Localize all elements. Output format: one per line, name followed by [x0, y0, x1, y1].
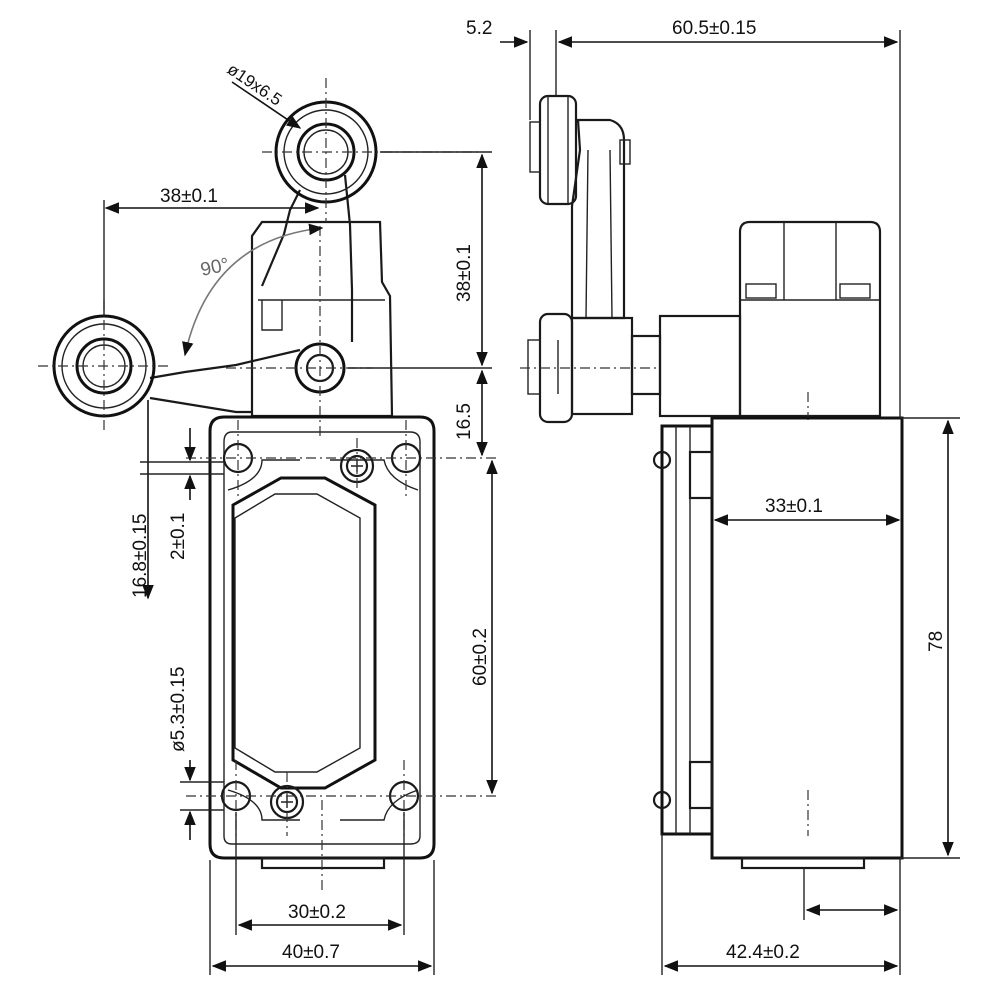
dim-mount-hole-diameter: ø5.3±0.15	[168, 667, 189, 752]
mount-holes	[186, 420, 500, 890]
rotation-arc	[182, 223, 324, 357]
dim-arm-horizontal: 38±0.1	[160, 186, 218, 207]
dim-body-height: 78	[926, 631, 947, 652]
dim-body-width: 40±0.7	[282, 942, 340, 963]
body-plate	[208, 415, 436, 870]
dim-base-depth: 42.4±0.2	[726, 942, 800, 963]
dim-hole-spacing-vertical: 60±0.2	[470, 628, 491, 686]
dim-hole-spacing-horizontal: 30±0.2	[288, 902, 346, 923]
side-dimensions	[500, 30, 960, 975]
dim-arm-offset: 5.2	[466, 18, 492, 39]
side-roller-lower	[520, 312, 742, 424]
side-head	[738, 220, 882, 420]
dim-total-depth: 60.5±0.15	[672, 18, 756, 39]
dim-shaft-height: 16.5	[454, 403, 475, 440]
side-roller-upper	[529, 94, 578, 206]
front-dimensions	[103, 81, 498, 975]
dim-hole-offset-small: 2±0.1	[168, 513, 189, 560]
dim-body-depth: 33±0.1	[765, 496, 823, 517]
roller-left	[38, 300, 170, 430]
dim-arm-vertical: 38±0.1	[454, 244, 475, 302]
dim-roller-diameter: ø19x6.5	[224, 60, 286, 110]
side-body	[652, 416, 904, 870]
dim-hole-offset-side: 16.8±0.15	[130, 514, 151, 598]
dim-rotation-angle: 90°	[199, 254, 231, 281]
front-view	[38, 78, 500, 975]
side-view	[500, 30, 960, 975]
